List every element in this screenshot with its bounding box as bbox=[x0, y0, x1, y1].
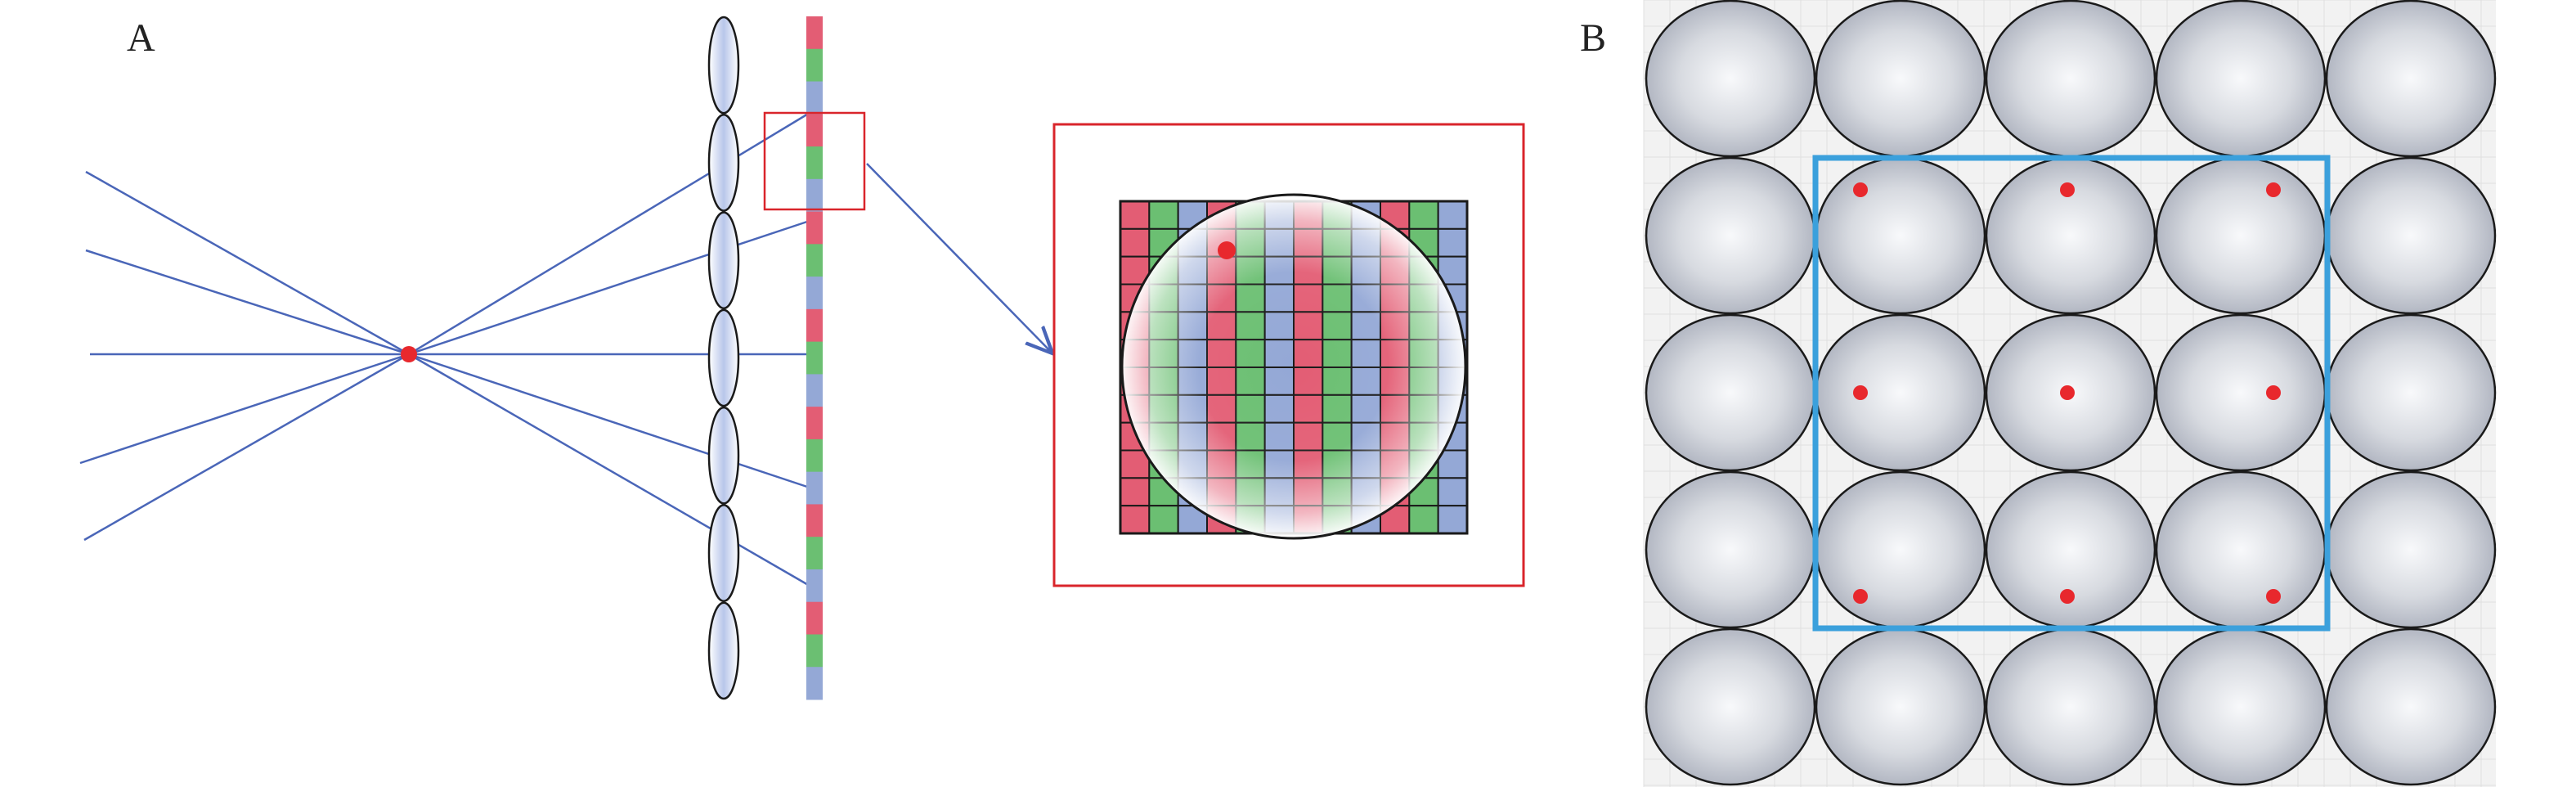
focus-point bbox=[401, 346, 417, 362]
sensor-pixel bbox=[806, 211, 823, 245]
microlens-cell bbox=[1645, 627, 1816, 786]
ray-left-1 bbox=[85, 170, 410, 356]
microlens-cell bbox=[2325, 156, 2497, 315]
ray-right-5 bbox=[408, 353, 810, 587]
selection-box bbox=[1812, 155, 2331, 632]
pixel-cell bbox=[1120, 201, 1151, 230]
pixel-cell bbox=[1408, 201, 1439, 230]
sensor-pixel bbox=[806, 471, 823, 505]
sensor-pixel bbox=[806, 341, 823, 375]
ray-right-4 bbox=[408, 353, 810, 489]
microlens-icon bbox=[707, 504, 740, 602]
pixel-cell bbox=[1437, 477, 1467, 507]
sensor-pixel bbox=[806, 569, 823, 603]
microlens-cell bbox=[1815, 156, 1986, 315]
sensor-strip bbox=[806, 16, 823, 700]
pixel-cell bbox=[1437, 505, 1467, 533]
microlens-cell bbox=[2325, 0, 2497, 158]
microlens-icon bbox=[707, 211, 740, 310]
pixel-cell bbox=[1437, 227, 1467, 258]
microlens-cell bbox=[1815, 0, 1986, 158]
microlens-cell bbox=[1815, 313, 1986, 472]
microlens-icon bbox=[707, 308, 740, 407]
sensor-pixel bbox=[806, 244, 823, 277]
microlens-cell bbox=[1815, 470, 1986, 629]
sample-dot bbox=[1853, 589, 1868, 604]
sample-dot bbox=[2266, 385, 2281, 400]
sensor-pixel bbox=[806, 438, 823, 473]
sample-dot bbox=[2266, 182, 2281, 197]
pixel-cell bbox=[1148, 505, 1179, 533]
sensor-pixel bbox=[806, 504, 823, 537]
ray-left-4 bbox=[79, 353, 410, 465]
sensor-pixel bbox=[806, 277, 823, 310]
sample-dot bbox=[1853, 182, 1868, 197]
light-rays bbox=[79, 111, 810, 587]
microlens-cell bbox=[2325, 627, 2497, 786]
microlens-cell bbox=[2155, 470, 2327, 629]
microlens-cell bbox=[1645, 0, 1816, 158]
microlens-cell bbox=[2155, 0, 2327, 158]
sensor-pixel bbox=[806, 114, 823, 147]
sensor-pixel bbox=[806, 601, 823, 635]
pixel-cell bbox=[1120, 227, 1151, 258]
sample-dot bbox=[1853, 385, 1868, 400]
microlens-array bbox=[707, 16, 740, 700]
sample-points bbox=[1853, 182, 2281, 604]
sample-dot bbox=[2060, 589, 2075, 604]
pixel-cell bbox=[1408, 505, 1439, 533]
ray-right-1 bbox=[408, 111, 810, 356]
ray-left-2 bbox=[85, 249, 410, 356]
microlens-cell bbox=[2155, 313, 2327, 472]
microlens-cell bbox=[1815, 627, 1986, 786]
pixel-cell bbox=[1120, 477, 1151, 507]
sensor-pixel bbox=[806, 374, 823, 407]
sensor-pixel bbox=[806, 308, 823, 343]
pixel-cell bbox=[1120, 449, 1151, 479]
pixel-cell bbox=[1437, 201, 1467, 230]
microlens-icon bbox=[707, 114, 740, 212]
microlens-grid bbox=[1645, 0, 2497, 786]
panel-b-label: B bbox=[1580, 16, 1606, 60]
sensor-pixel bbox=[806, 146, 823, 180]
pixel-cell bbox=[1148, 201, 1179, 230]
microlens-cell bbox=[1985, 470, 2156, 629]
sensor-pixel bbox=[806, 178, 823, 213]
pixel-cell bbox=[1120, 505, 1151, 533]
sensor-pixel bbox=[806, 16, 823, 50]
microlens-cell bbox=[1645, 470, 1816, 629]
sensor-pixel bbox=[806, 537, 823, 570]
microlens-cell bbox=[2155, 156, 2327, 315]
zoom-inset bbox=[1052, 123, 1525, 587]
microlens-cell bbox=[2155, 627, 2327, 786]
zoom-region-box bbox=[763, 111, 866, 211]
zoomed-microlens bbox=[1120, 193, 1467, 540]
zoomed-focus-dot bbox=[1218, 241, 1236, 259]
sensor-pixel bbox=[806, 48, 823, 83]
sample-dot bbox=[2060, 182, 2075, 197]
ray-right-2 bbox=[408, 219, 810, 356]
ray-left-5 bbox=[83, 353, 410, 542]
sample-dot bbox=[2060, 385, 2075, 400]
panel-a-label: A bbox=[127, 16, 155, 60]
microlens-icon bbox=[707, 16, 740, 115]
microlens-cell bbox=[1985, 627, 2156, 786]
microlens-cell bbox=[2325, 470, 2497, 629]
panel-a: A bbox=[79, 16, 1052, 700]
microlens-cell bbox=[1985, 0, 2156, 158]
microlens-icon bbox=[707, 601, 740, 700]
microlens-cell bbox=[1645, 313, 1816, 472]
sensor-pixel bbox=[806, 667, 823, 700]
sensor-pixel bbox=[806, 407, 823, 440]
panel-b: B bbox=[1580, 0, 2497, 787]
microlens-cell bbox=[1645, 156, 1816, 315]
sensor-pixel bbox=[806, 81, 823, 115]
zoom-arrow bbox=[866, 163, 1052, 353]
sample-dot bbox=[2266, 589, 2281, 604]
sensor-pixel bbox=[806, 634, 823, 668]
microlens-cell bbox=[2325, 313, 2497, 472]
microlens-icon bbox=[707, 406, 740, 505]
microlens-cell bbox=[1985, 156, 2156, 315]
